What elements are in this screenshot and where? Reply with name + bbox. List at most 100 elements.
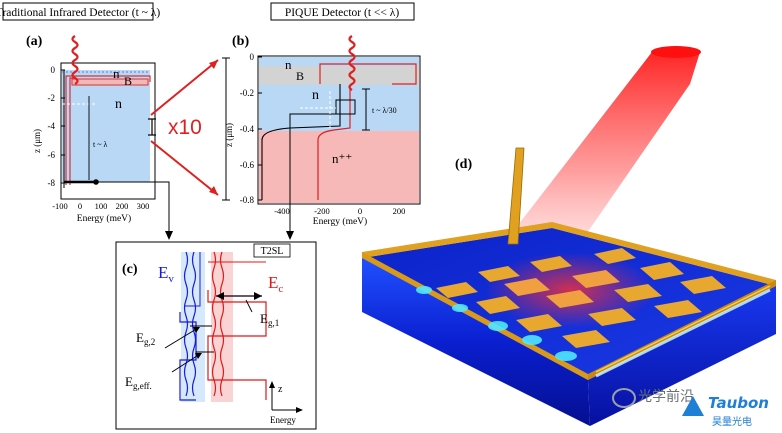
gold-patch	[562, 330, 610, 348]
panel-c-tag-box	[253, 243, 291, 258]
gold-patch	[516, 314, 562, 332]
panel-c-ec-label: Ec	[268, 273, 283, 295]
panel-b-n-region	[259, 85, 419, 131]
panel-a-xtick: 300	[137, 201, 150, 211]
panel-c-egeff-label: Eg,eff.	[125, 374, 152, 391]
gold-patch	[478, 266, 520, 282]
slab-right-face	[588, 286, 776, 426]
panel-c-axis-energy: Energy	[270, 415, 296, 425]
scale-connector: x10	[148, 57, 230, 201]
panel-a-xtick: 0	[78, 201, 82, 211]
panel-b-inset-connector	[289, 113, 336, 236]
laser-beam	[508, 52, 700, 272]
panel-b-xtick: 200	[393, 206, 406, 216]
panel-c-eg2-arrow	[164, 327, 199, 349]
scale-factor: x10	[168, 116, 202, 139]
panel-a-xtick: 100	[95, 201, 108, 211]
panel-b-ylabel: z (μm)	[224, 123, 234, 147]
panel-a: Traditional Infrared Detector (t ~ λ) (a…	[0, 2, 160, 224]
panel-b-conduction-edge	[317, 85, 351, 200]
slab-left-face	[362, 258, 590, 426]
panel-a-ytick: -4	[48, 121, 56, 131]
panel-a-layer-b: B	[124, 74, 132, 88]
panel-a-incident-wave	[71, 35, 79, 85]
panel-a-title-box	[2, 2, 154, 21]
panel-b-xtick: -200	[314, 206, 330, 216]
panel-b-ytick: 0	[250, 52, 255, 62]
gold-patch-array	[436, 248, 726, 348]
gold-patch	[504, 278, 550, 296]
gold-rim-left	[362, 252, 588, 380]
panel-b-ytick: -0.4	[240, 124, 255, 134]
panel-b-barrier-edge	[319, 63, 417, 85]
panel-a-layer-n-top: n	[113, 66, 120, 81]
panel-b-xlabel: Energy (meV)	[313, 216, 367, 227]
watermark: 光学前沿 Taubon 昊量光电	[612, 384, 780, 430]
panel-a-ylabel: z (μm)	[32, 129, 42, 153]
gold-rim-back	[362, 222, 776, 286]
panel-b-ytick: -0.2	[240, 88, 254, 98]
watermark-cn-title: 光学前沿	[638, 389, 694, 405]
gold-patch	[572, 270, 620, 288]
gold-patch	[614, 284, 662, 302]
panel-c-egeff-arrow	[171, 353, 201, 373]
panel-a-ytick: -8	[48, 178, 56, 188]
panel-a-barrier	[71, 78, 149, 86]
panel-a-ytick: -6	[48, 150, 56, 160]
panel-c-eg2-label: Eg,2	[136, 330, 155, 347]
panel-c-conduction-profile	[207, 290, 267, 400]
panel-a-ytick: 0	[51, 65, 56, 75]
scale-line-top	[150, 59, 219, 116]
gold-patch	[530, 256, 572, 272]
panel-b-yticks: 0 -0.2 -0.4 -0.6 -0.8	[240, 52, 262, 205]
panel-a-xtick: -100	[52, 201, 68, 211]
panel-a-to-c-connector	[96, 181, 170, 236]
panel-c-axis-z: z	[278, 384, 283, 395]
panel-a-xlabel: Energy (meV)	[77, 213, 131, 224]
panel-b-npp-region	[259, 131, 419, 203]
panel-a-ytick: -2	[48, 93, 56, 103]
panel-a-thickness: t ~ λ	[93, 140, 108, 149]
panel-a-yticks: 0 -2 -4 -6 -8	[48, 65, 65, 188]
panel-b-title-box	[270, 2, 415, 21]
gold-patch	[594, 248, 636, 264]
panel-a-conduction-edge	[65, 75, 151, 185]
panel-a-xticks: -100 0 100 200 300	[52, 201, 149, 211]
gold-patch	[654, 300, 702, 318]
panel-c-label: (c)	[122, 262, 138, 277]
panel-a-layer-n: n	[115, 97, 122, 112]
panel-b-incident-wave	[348, 35, 356, 91]
gold-patch	[436, 282, 478, 298]
panel-c-tag: T2SL	[261, 246, 284, 257]
panel-d: (d)	[362, 46, 776, 426]
panel-b-label: (b)	[232, 34, 249, 49]
gold-probe	[507, 147, 525, 245]
panel-b-xtick: 0	[358, 206, 362, 216]
watermark-cn-company: 昊量光电	[712, 417, 752, 428]
panel-b-thickness: t ~ λ/30	[372, 106, 397, 115]
panel-b-title: PIQUE Detector (t << λ)	[285, 7, 400, 19]
gold-patch	[546, 290, 594, 308]
laser-spot	[485, 252, 655, 328]
panel-d-label: (d)	[455, 157, 472, 172]
panel-c-valence-wave	[183, 251, 189, 397]
gold-patch	[476, 296, 520, 314]
gold-patch	[588, 308, 636, 326]
panel-a-xtick: 200	[116, 201, 129, 211]
panel-b-ytick: -0.6	[240, 160, 255, 170]
panel-a-n-region	[62, 70, 150, 182]
panel-a-title: Traditional Infrared Detector (t ~ λ)	[0, 7, 160, 19]
panel-b-xticks: -400 -200 0 200	[274, 206, 405, 216]
panel-c-valence-profile	[179, 312, 197, 401]
mode-pattern	[416, 285, 771, 378]
scale-line-bottom	[150, 140, 219, 196]
watermark-chat-icon	[612, 388, 636, 408]
panel-b-layer-b: B	[296, 69, 304, 83]
panel-b-layer-npp: n⁺⁺	[332, 151, 352, 166]
panel-b-barrier	[259, 66, 419, 85]
panel-c: (c) T2SL Ev Ec Eg,1 Eg,2	[115, 241, 317, 430]
gold-patch	[640, 262, 684, 280]
panel-b-layer-n: n	[312, 88, 319, 103]
panel-b-ytick: -0.8	[240, 195, 255, 205]
